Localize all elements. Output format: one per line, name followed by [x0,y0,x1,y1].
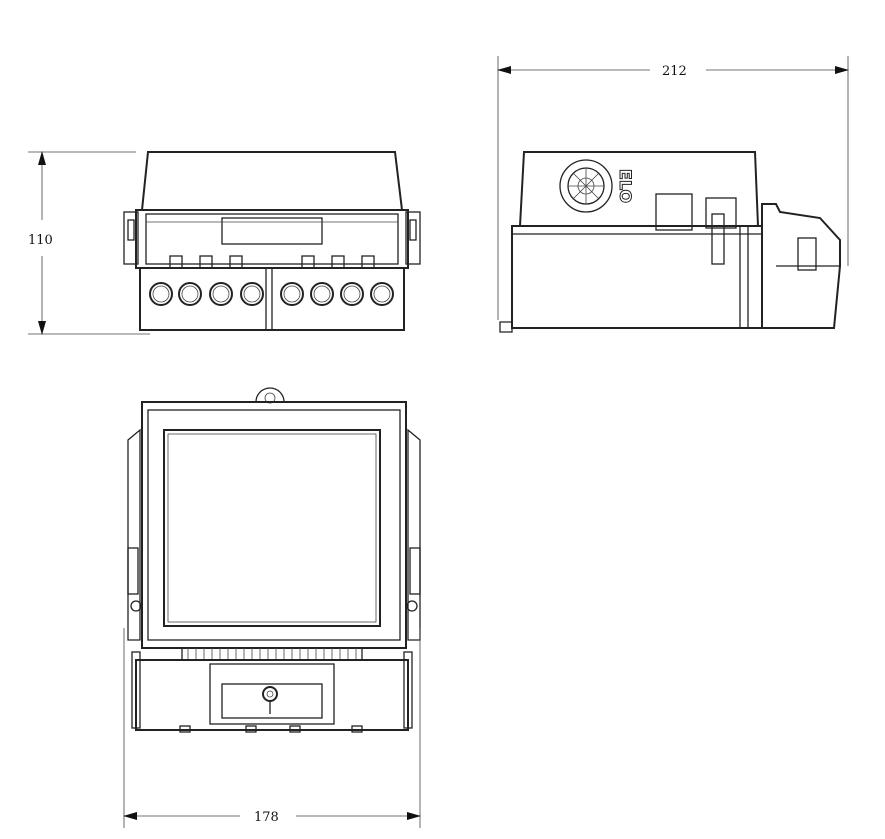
top-view [123,387,421,828]
elo-logo: ELO [559,159,636,213]
side-view: ELO [497,56,849,333]
logo-text: ELO [616,169,635,203]
terminal-strip [181,647,363,661]
height-dimension-label: 110 [28,233,53,248]
cable-glands [149,282,394,306]
depth-dimension-label: 212 [662,64,687,79]
front-view [28,151,421,335]
width-dimension-label: 178 [254,810,279,825]
